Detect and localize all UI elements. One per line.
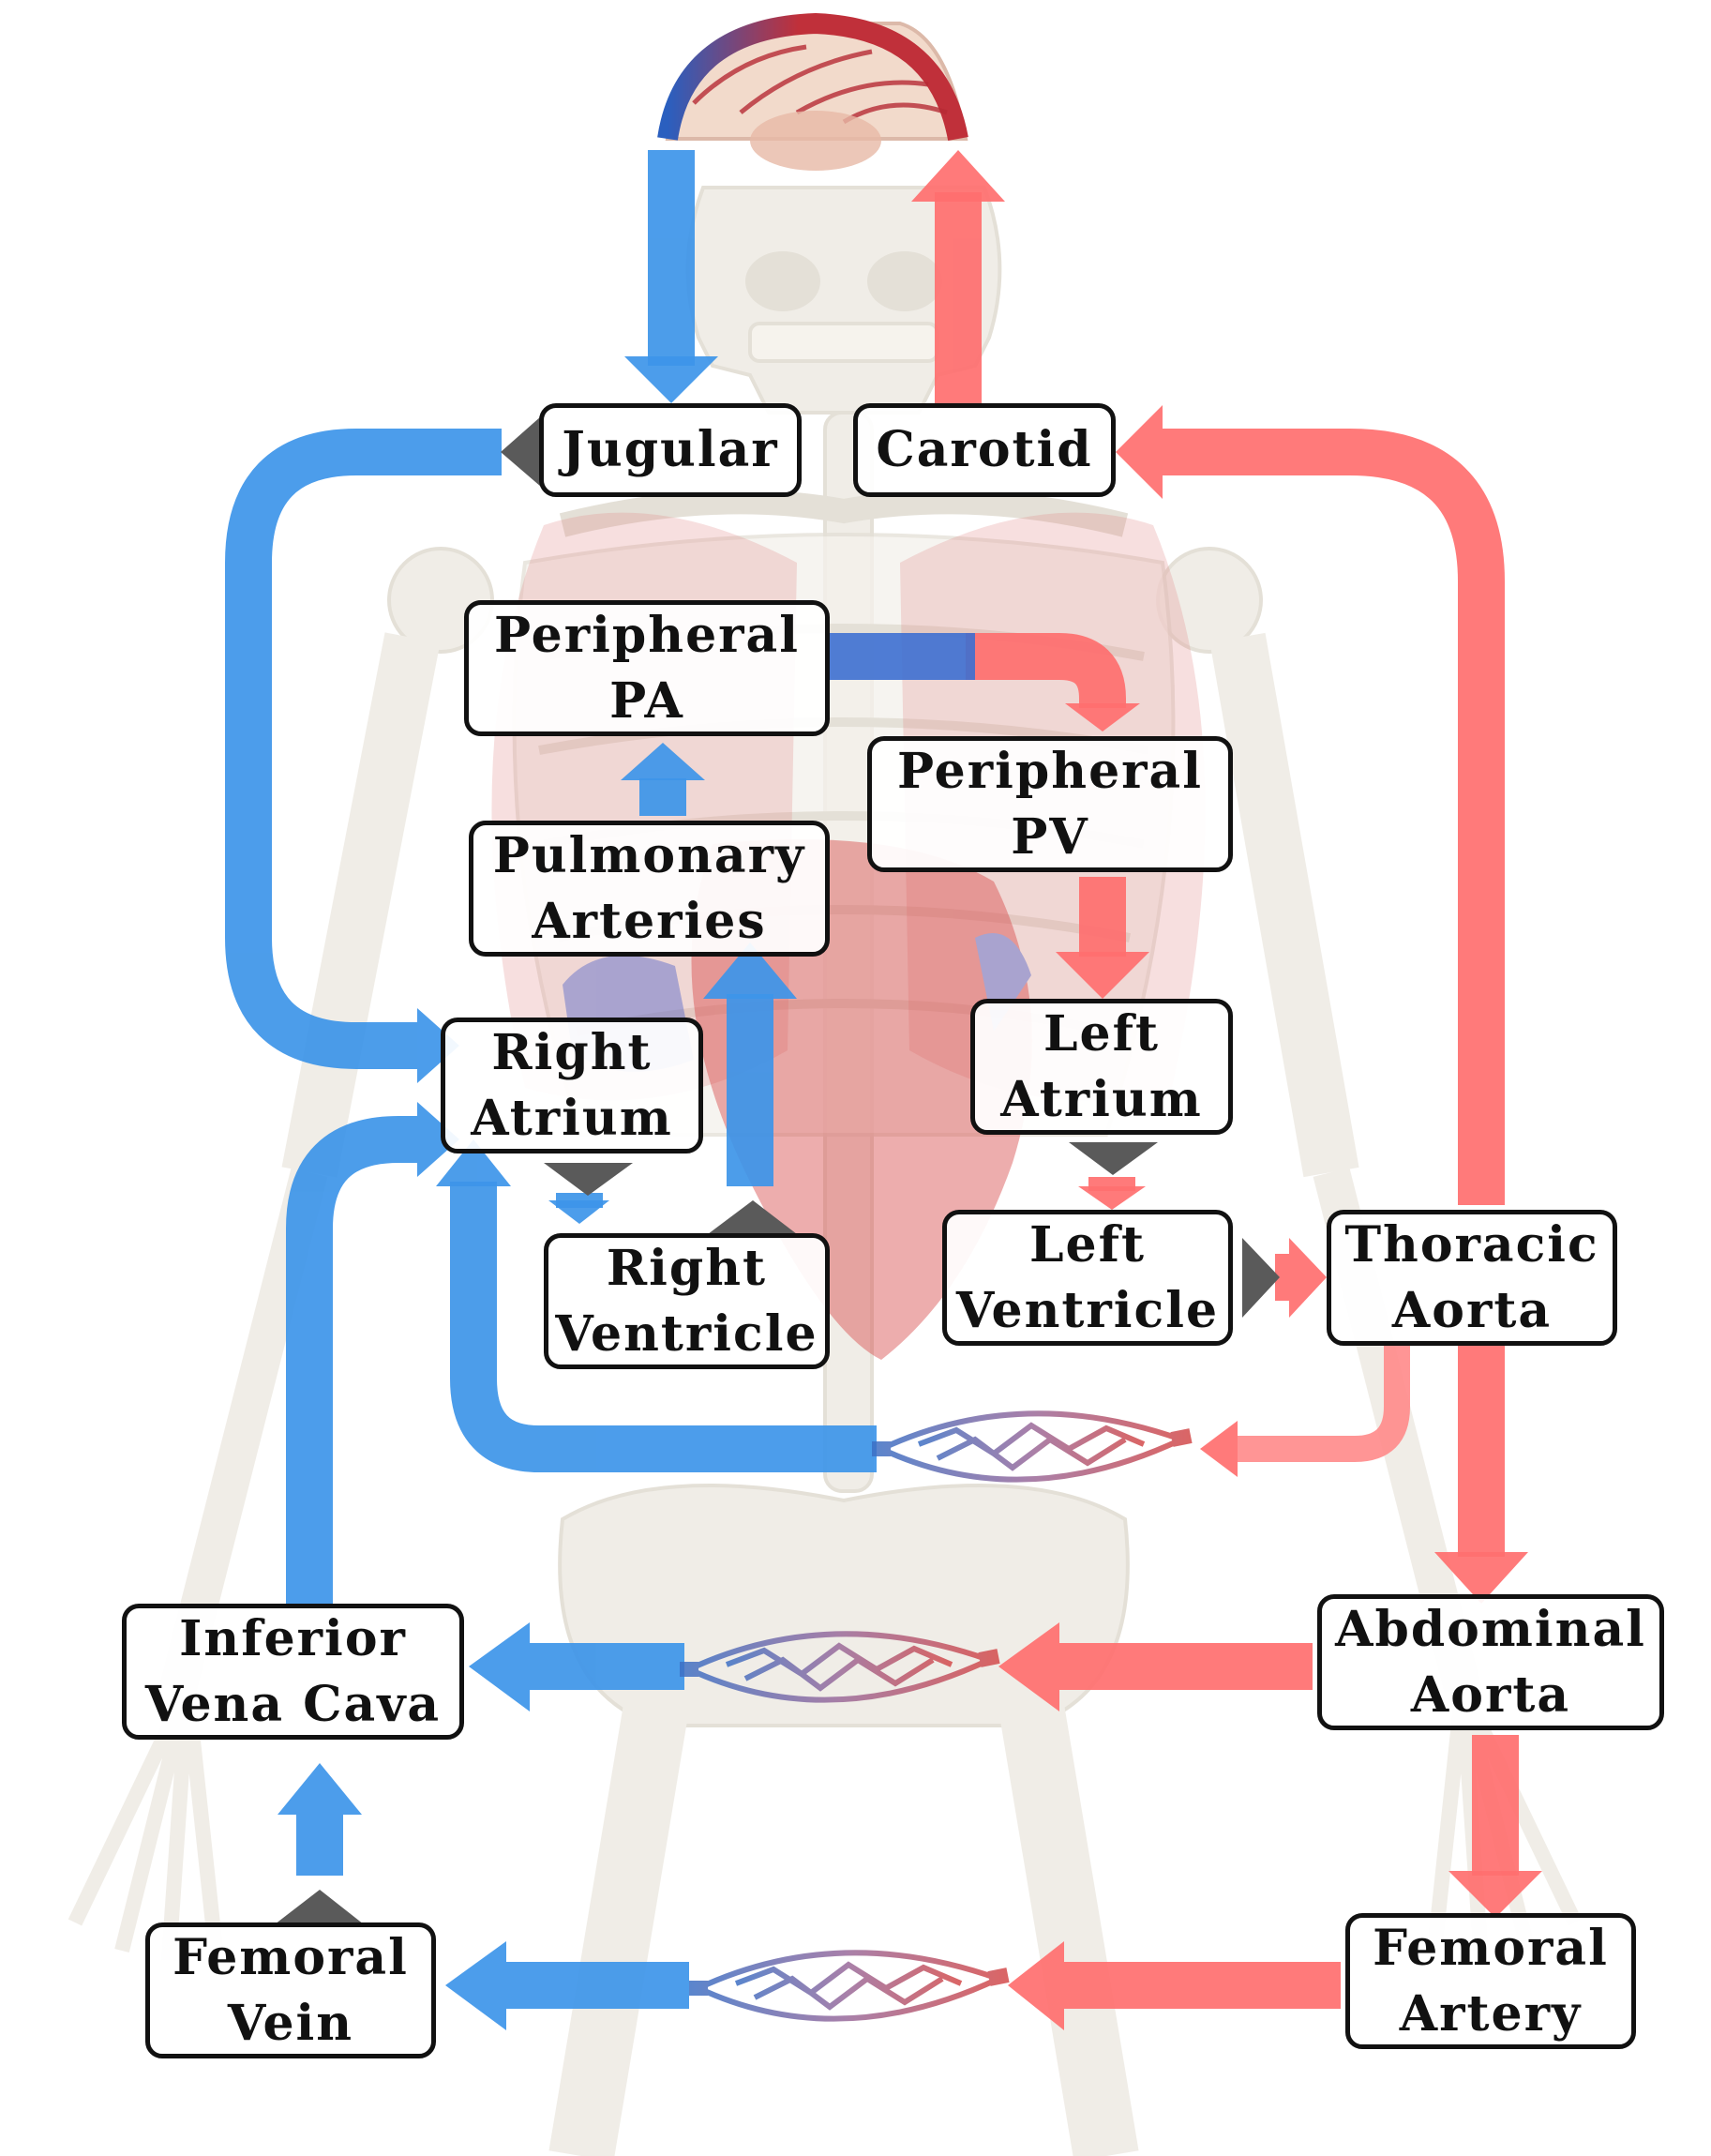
abdominal-aorta-node: Abdominal Aorta [1317, 1594, 1664, 1730]
left-atrium-node: Left Atrium [970, 999, 1233, 1135]
valve-icon [275, 416, 1280, 1924]
arterial-arrowheads [911, 150, 1542, 2030]
brain-icon [657, 12, 968, 171]
skeleton-icon [68, 186, 1583, 2156]
carotid-node: Carotid [853, 403, 1116, 497]
jugular-node: Jugular [539, 403, 802, 497]
thoracic-aorta-node: Thoracic Aorta [1327, 1210, 1617, 1346]
peripheral-pv-node: Peripheral PV [867, 736, 1233, 872]
femoral-artery-node: Femoral Artery [1345, 1913, 1636, 2049]
capillary-bed-icon [680, 1410, 1193, 2022]
left-ventricle-node: Left Ventricle [942, 1210, 1233, 1346]
right-atrium-node: Right Atrium [441, 1018, 703, 1153]
venous-flow-arrows [225, 150, 877, 2009]
thoracic-capillary-branch [1238, 1346, 1410, 1462]
inferior-vena-cava-node: Inferior Vena Cava [122, 1604, 464, 1740]
arterial-flow-arrows [935, 192, 1519, 2009]
right-ventricle-node: Right Ventricle [544, 1233, 830, 1369]
venous-arrowheads [278, 356, 797, 2030]
pulmonary-arteries-node: Pulmonary Arteries [469, 821, 830, 957]
femoral-vein-node: Femoral Vein [145, 1922, 436, 2058]
peripheral-pa-node: Peripheral PA [464, 600, 830, 736]
